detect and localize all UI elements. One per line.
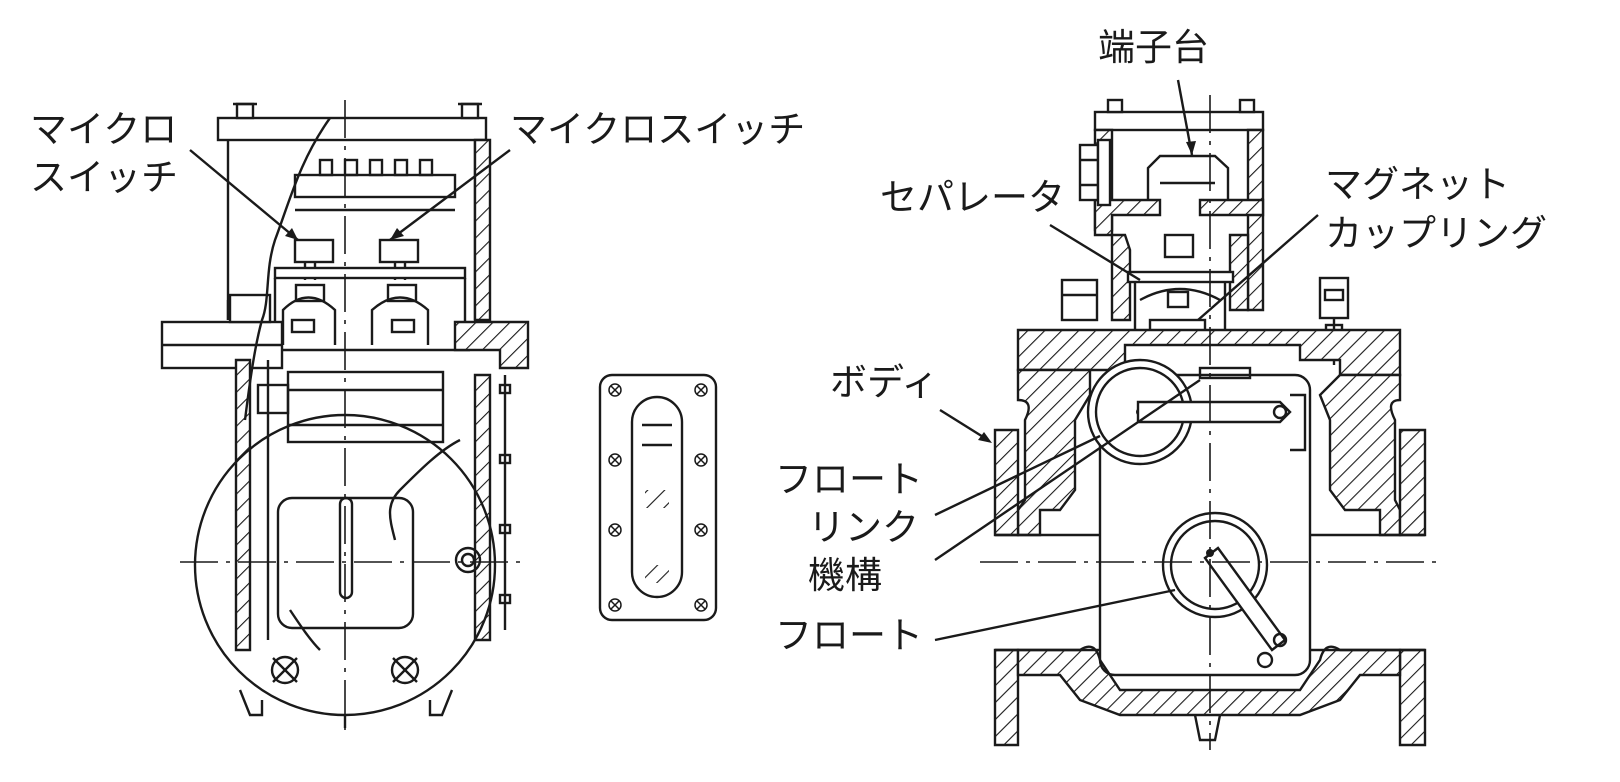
body-right-section <box>1318 373 1402 537</box>
sight-glass-screws <box>608 383 708 612</box>
side-view <box>160 100 530 735</box>
leader-micro-switch-left <box>189 149 299 241</box>
label-micro-switch-left-1: マイクロ <box>30 108 177 151</box>
body-right-wall <box>473 373 512 642</box>
switch-housing <box>226 138 492 322</box>
outlet-flange <box>1398 428 1427 537</box>
inlet-flange <box>993 428 1020 537</box>
label-magnet-coupling-2: カップリング <box>1325 212 1547 255</box>
top-flange-section <box>453 320 530 370</box>
cable-gland <box>1078 138 1112 207</box>
leader-float-upper <box>934 434 1101 517</box>
leader-magnet-coupling <box>1197 214 1319 321</box>
left-fitting <box>1060 278 1099 322</box>
drain-bolt-left <box>270 655 300 685</box>
label-separator: セパレータ <box>880 176 1065 219</box>
labels: マイクロ スイッチ マイクロスイッチ 端子台 セパレータ マグネット カップリン… <box>30 26 1547 657</box>
label-body: ボディ <box>830 361 938 404</box>
magnet-holder <box>1163 233 1195 259</box>
body-left-section <box>1016 368 1092 537</box>
body-left-wall <box>234 358 270 652</box>
terminal-strip <box>293 158 457 212</box>
drain-bolt-right <box>390 655 420 685</box>
mounting-plate <box>265 266 470 352</box>
label-micro-switch-left-2: スイッチ <box>30 156 178 199</box>
label-terminal-block: 端子台 <box>1098 26 1209 69</box>
break-line <box>243 117 461 651</box>
top-cover <box>216 102 488 142</box>
leader-body <box>939 408 989 442</box>
lower-float <box>1161 511 1288 669</box>
section-view <box>980 95 1440 750</box>
drain-plug <box>1193 714 1222 742</box>
label-micro-switch-right: マイクロスイッチ <box>510 108 805 151</box>
label-float-lower: フロート <box>775 614 923 657</box>
leader-micro-switch-right <box>389 149 511 241</box>
magnet-assembly <box>256 370 445 444</box>
label-float-upper: フロート <box>775 458 923 501</box>
leader-lines <box>189 79 1319 642</box>
leader-link-mechanism <box>934 379 1201 561</box>
label-link-mechanism-1: リンク <box>808 506 919 549</box>
inlet-flange-lower <box>993 648 1020 747</box>
terminal-block <box>1146 154 1230 200</box>
outlet-flange-lower <box>1398 648 1427 747</box>
side-flange <box>160 293 284 370</box>
leader-separator <box>1049 223 1141 282</box>
terminal-box <box>1093 98 1265 322</box>
micro-switch-right <box>378 238 420 303</box>
inner-chamber <box>1098 373 1312 677</box>
label-link-mechanism-2: 機構 <box>808 554 882 597</box>
sight-glass <box>598 373 718 622</box>
link-mechanism <box>1136 366 1307 452</box>
label-magnet-coupling-1: マグネット <box>1325 163 1510 206</box>
leader-float-lower <box>934 588 1176 642</box>
body-bottom-section <box>1016 645 1402 717</box>
